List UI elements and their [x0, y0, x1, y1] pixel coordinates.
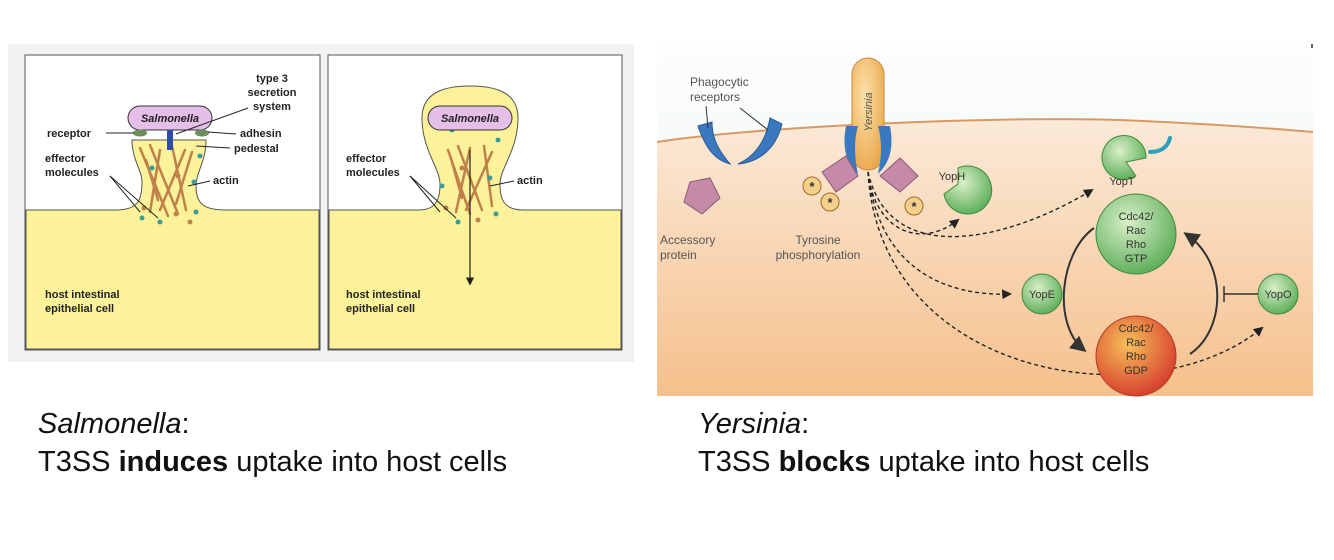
gdp-label-line4: GDP	[1124, 365, 1148, 377]
gdp-label-line3: Rho	[1126, 351, 1146, 363]
host-membrane	[657, 119, 1313, 396]
caption-right-suffix: uptake into host cells	[870, 446, 1150, 478]
phospho-marker-2: *	[820, 192, 840, 212]
salmonella-name-2: Salmonella	[441, 113, 499, 125]
effector-label-line1: effector	[45, 153, 86, 165]
yope-label: YopE	[1029, 289, 1055, 301]
caption-left-verb: induces	[118, 446, 229, 478]
salmonella-figure: Salmonella type 3 secretion system recep…	[8, 44, 634, 362]
gtp-label-line4: GTP	[1125, 253, 1148, 265]
phago-leader-lines	[705, 105, 769, 131]
adhesin-label: adhesin	[240, 128, 282, 140]
host-label-line1: host intestinal	[45, 289, 120, 301]
pedestal-label: pedestal	[234, 143, 279, 155]
yopt-substrate	[1148, 136, 1172, 154]
yopo-inhibition	[1223, 286, 1258, 302]
gtp-label-line2: Rac	[1126, 225, 1146, 237]
host-cell-1	[25, 139, 320, 350]
rho-gdp-node	[1095, 315, 1177, 397]
leader-lines-1	[106, 107, 249, 219]
svg-text:*: *	[809, 179, 815, 194]
t3ss-label-line2: secretion	[248, 87, 297, 99]
translocation-arrows	[867, 171, 1264, 376]
yersinia-name: Yersinia	[863, 92, 875, 131]
actin-label: actin	[213, 175, 239, 187]
yoph-node	[943, 165, 993, 215]
effector-label-2-line1: effector	[346, 153, 387, 165]
salmonella-panel-1: Salmonella type 3 secretion system recep…	[24, 54, 321, 351]
caption-left-suffix: uptake into host cells	[228, 446, 508, 478]
accessory-protein	[683, 177, 721, 215]
gdp-label-line1: Cdc42/	[1119, 323, 1155, 335]
tyrosine-label-line2: phosphorylation	[776, 248, 861, 262]
phospho-marker-3: *	[904, 196, 924, 216]
accessory-piece-right	[879, 157, 919, 193]
accessory-piece-left	[821, 155, 859, 193]
accessory-label-line1: Accessory	[660, 233, 715, 247]
adhesin-left	[133, 129, 147, 137]
salmonella-bacterium-2	[427, 105, 513, 131]
caption-right-prefix: T3SS	[698, 446, 779, 478]
yersinia-caption: Yersinia: T3SS blocks uptake into host ce…	[698, 405, 1149, 481]
yersinia-bacterium	[851, 57, 885, 171]
host-label-line2: epithelial cell	[45, 303, 114, 315]
salmonella-name-1: Salmonella	[141, 113, 199, 125]
phagocytic-label-line2: receptors	[690, 90, 740, 104]
phagocytic-label-line1: Phagocytic	[690, 75, 749, 89]
host-cell-2	[328, 85, 622, 350]
accessory-label-line2: protein	[660, 248, 697, 262]
caption-left-organism: Salmonella	[38, 408, 182, 440]
diagram-canvas: Salmonella type 3 secretion system recep…	[8, 44, 1314, 397]
svg-text:*: *	[911, 199, 917, 214]
yopt-node	[1101, 135, 1147, 181]
tyrosine-label-line1: Tyrosine	[795, 233, 841, 247]
caption-left-colon: :	[181, 408, 190, 440]
adhesin-right	[195, 129, 209, 137]
yersinia-figure: Phagocytic receptors Accessory protein Y…	[656, 44, 1314, 397]
svg-text:*: *	[827, 195, 833, 210]
cycle-arrows	[1062, 227, 1219, 355]
salmonella-caption: Salmonella: T3SS induces uptake into host…	[38, 405, 507, 481]
t3ss-needle-1	[167, 130, 173, 150]
caption-right-verb: blocks	[778, 446, 871, 478]
caption-right-colon: :	[801, 408, 810, 440]
gtp-label-line1: Cdc42/	[1119, 211, 1155, 223]
actin-label-2: actin	[517, 175, 543, 187]
yersinia-receptor-left	[844, 126, 858, 174]
rho-gtp-node	[1095, 193, 1177, 275]
effector-label-line2: molecules	[45, 167, 99, 179]
phospho-marker-1: *	[802, 176, 822, 196]
phagocytic-receptors	[697, 117, 783, 165]
host-label-2-line2: epithelial cell	[346, 303, 415, 315]
receptor-label: receptor	[47, 128, 92, 140]
gtp-label-line3: Rho	[1126, 239, 1146, 251]
yersinia-receptor-right	[878, 126, 892, 174]
salmonella-panel-2: Salmonella effector molecules actin host…	[327, 54, 623, 351]
caption-left-prefix: T3SS	[38, 446, 119, 478]
host-label-2-line1: host intestinal	[346, 289, 421, 301]
effector-label-2-line2: molecules	[346, 167, 400, 179]
effector-dots-1	[139, 153, 203, 225]
caption-right-organism: Yersinia	[698, 408, 802, 440]
t3ss-label-line1: type 3	[256, 73, 288, 85]
yopo-label: YopO	[1264, 289, 1292, 301]
yoph-label: YopH	[939, 171, 966, 183]
gdp-label-line2: Rac	[1126, 337, 1146, 349]
leader-lines-2	[409, 175, 515, 219]
yope-node	[1021, 273, 1063, 315]
membrane-edge	[656, 118, 1314, 143]
t3ss-label-line3: system	[253, 101, 291, 113]
yopt-label: YopT	[1109, 176, 1135, 188]
